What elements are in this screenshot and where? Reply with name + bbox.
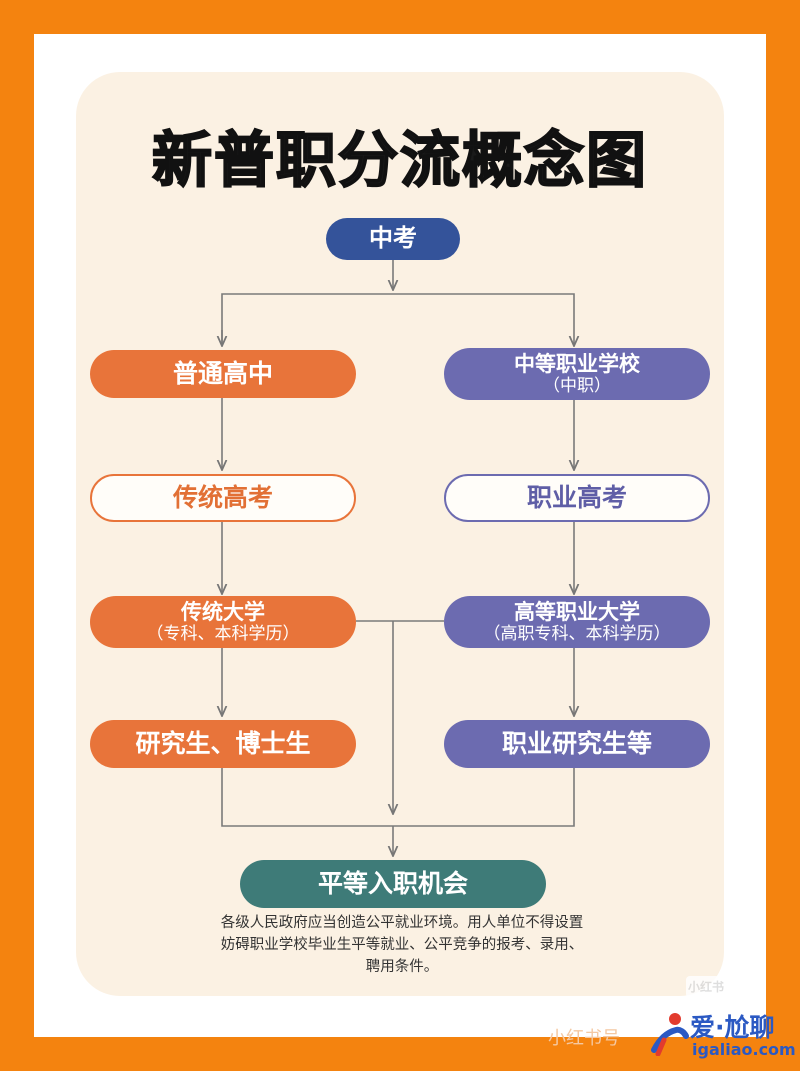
merge-line bbox=[221, 768, 575, 827]
running-figure-icon bbox=[651, 1013, 689, 1056]
node-zhiye-yanjiusheng: 职业研究生等 bbox=[444, 720, 710, 768]
diagram-title: 新普职分流概念图 bbox=[151, 125, 648, 197]
watermark-text: 小红书号 bbox=[548, 1028, 620, 1049]
node-zhongkao-label: 中考 bbox=[369, 224, 417, 253]
watermark-corner-mark: 小红书 bbox=[686, 976, 726, 998]
node-chuantong-daxue: 传统大学 （专科、本科学历） bbox=[90, 596, 356, 648]
split-line bbox=[221, 293, 574, 346]
node-zhongzhi: 中等职业学校 （中职） bbox=[444, 348, 710, 400]
node-zhiye-yanjiusheng-label: 职业研究生等 bbox=[501, 728, 652, 758]
node-pingdeng-label: 平等入职机会 bbox=[317, 868, 468, 898]
node-chuantong-daxue-sub: （专科、本科学历） bbox=[146, 623, 300, 644]
node-chuantong-gaokao-label: 传统高考 bbox=[172, 482, 273, 512]
watermark-logo: 爱·尬聊 igaliao.com bbox=[648, 1006, 796, 1066]
node-zhiye-gaokao: 职业高考 bbox=[444, 474, 710, 522]
node-gaodeng-zhiye-daxue-sub: （高职专科、本科学历） bbox=[483, 623, 671, 644]
node-zhongzhi-sub: （中职） bbox=[543, 375, 611, 396]
node-putong-gaozhong-label: 普通高中 bbox=[172, 358, 273, 388]
node-chuantong-gaokao: 传统高考 bbox=[90, 474, 356, 522]
node-chuantong-daxue-label: 传统大学 bbox=[181, 599, 265, 624]
node-yanjiusheng-label: 研究生、博士生 bbox=[135, 728, 311, 758]
footnote-text: 各级人民政府应当创造公平就业环境。用人单位不得设置妨碍职业学校毕业生平等就业、公… bbox=[220, 915, 584, 975]
node-yanjiusheng: 研究生、博士生 bbox=[90, 720, 356, 768]
node-putong-gaozhong: 普通高中 bbox=[90, 350, 356, 398]
watermark-brand: 爱·尬聊 bbox=[690, 1013, 775, 1042]
node-pingdeng: 平等入职机会 bbox=[240, 860, 546, 908]
node-zhiye-gaokao-label: 职业高考 bbox=[526, 482, 627, 512]
node-zhongzhi-label: 中等职业学校 bbox=[514, 351, 640, 376]
node-zhongkao: 中考 bbox=[326, 218, 460, 260]
watermark-domain: igaliao.com bbox=[692, 1040, 796, 1059]
node-gaodeng-zhiye-daxue-label: 高等职业大学 bbox=[514, 599, 640, 624]
node-gaodeng-zhiye-daxue: 高等职业大学 （高职专科、本科学历） bbox=[444, 596, 710, 648]
